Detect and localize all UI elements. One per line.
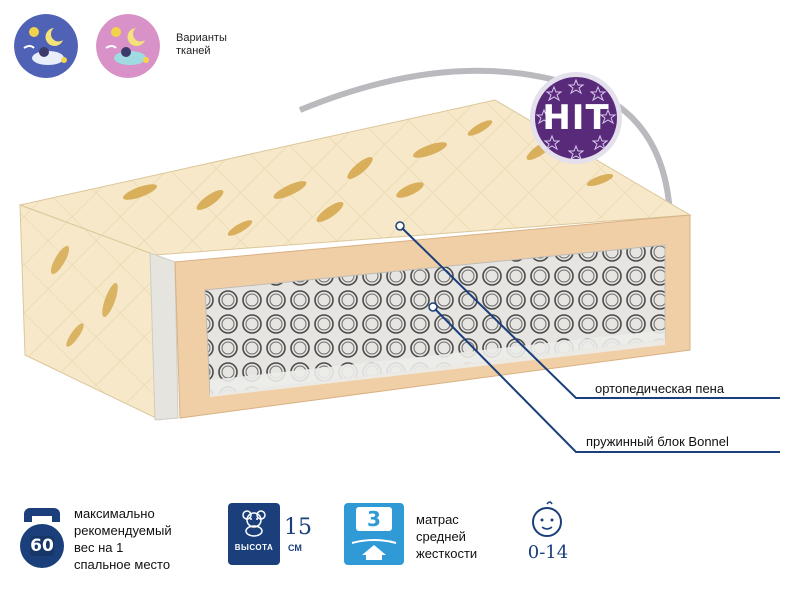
side-feather-motifs [50,245,118,347]
foam-layer-label: ортопедическая пена [595,381,725,396]
firmness-description: матрас средней жесткости [416,511,477,562]
max-weight-value: 60 [30,536,54,556]
age-range: 0-14 [527,542,569,563]
firmness-arrow-icon [351,539,397,560]
weight-line2: рекомендуемый [74,523,172,538]
spring-callout-line [428,302,780,453]
height-feature: ВЫСОТА 15 СМ [228,503,312,565]
firmness-badge: 3 [344,503,404,565]
weight-description: максимально рекомендуемый вес на 1 спаль… [74,505,172,573]
foam-callout-line [395,221,780,399]
kettlebell-icon [20,508,64,568]
age-feature: 0-14 [518,500,578,572]
fabric-variants-label-line2: тканей [176,45,211,57]
height-unit: СМ [288,543,302,553]
teddy-bear-icon [242,510,266,537]
firmness-line1: матрас [416,512,459,527]
weight-line1: максимально [74,506,155,521]
firmness-value: 3 [356,507,392,531]
height-value: 15 [284,515,312,540]
blue-fabric-image [14,14,78,78]
felt-layer [210,330,665,397]
firmness-line2: средней [416,529,466,544]
baby-face-icon [532,501,562,537]
weight-line4: спальное место [74,557,171,572]
weight-line3: вес на 1 [74,540,124,555]
mattress-illustration [18,67,780,453]
hit-badge-graphic [530,72,622,164]
spring-block-label: пружинный блок Bonnel [586,434,729,449]
fabric-swatch-blue[interactable] [14,14,78,78]
hit-badge-text: HIT [542,98,610,138]
feather-motifs [122,120,614,236]
weight-feature: 60 [18,502,66,574]
mattress-edge-band [149,252,179,421]
height-caption: ВЫСОТА [234,543,274,552]
hit-badge: HIT [528,70,624,166]
fabric-swatch-pink[interactable] [96,14,160,78]
pink-fabric-image [96,14,160,78]
firmness-line3: жесткости [416,546,478,561]
fabric-variants-label: Варианты тканей [176,32,227,58]
height-badge: ВЫСОТА [228,503,280,565]
fabric-variants-label-line1: Варианты [176,32,227,44]
